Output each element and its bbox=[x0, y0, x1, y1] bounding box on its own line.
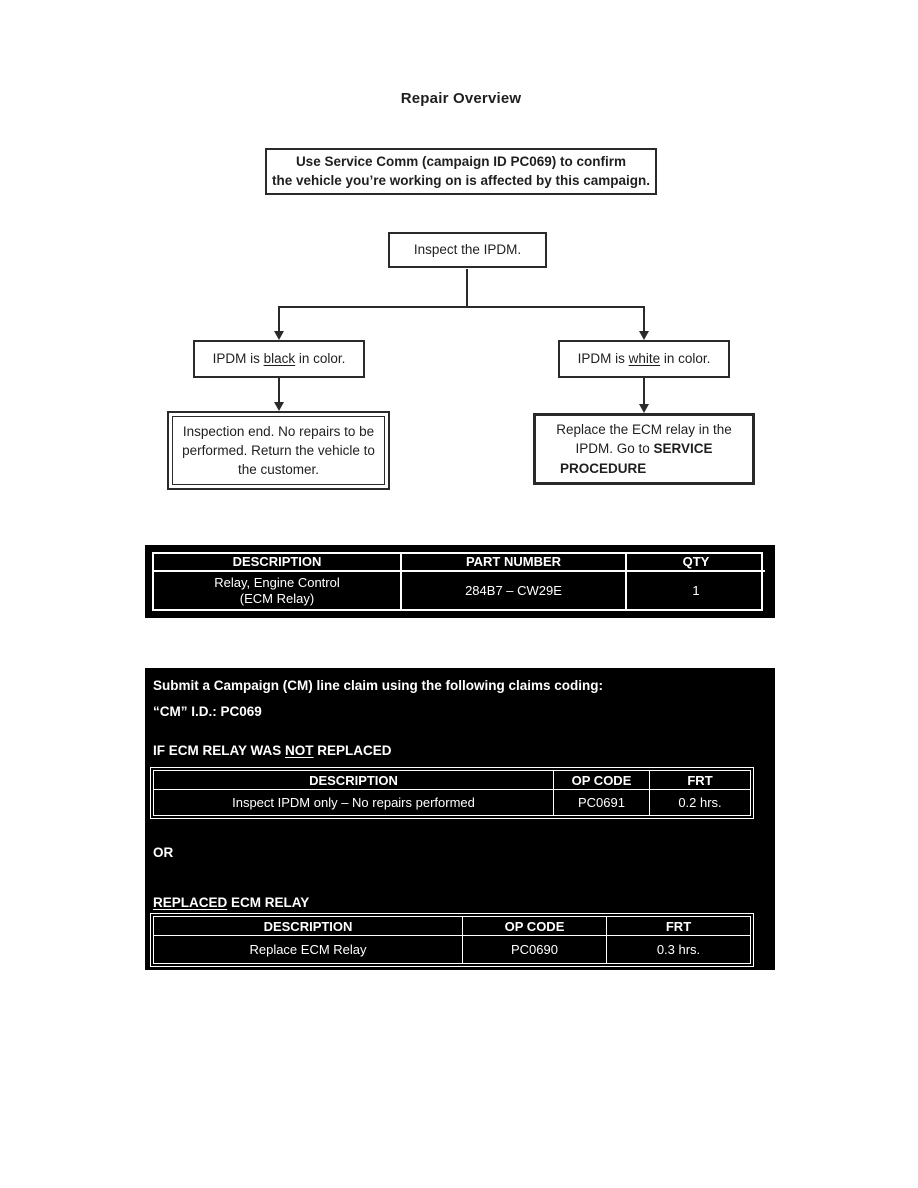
inspection-end-line-3: the customer. bbox=[237, 462, 320, 478]
col-header-frt: FRT bbox=[607, 917, 750, 936]
cell-qty: 1 bbox=[692, 582, 700, 598]
flow-arrow-left-icon bbox=[274, 331, 284, 340]
col-header-op-code: OP CODE bbox=[554, 771, 650, 790]
claims-or-label: OR bbox=[153, 845, 174, 860]
cell-op-code: PC0691 bbox=[554, 790, 650, 815]
flow-arrow-left-2-icon bbox=[274, 402, 284, 411]
claims-table-replaced: DESCRIPTION OP CODE FRT Replace ECM Rela… bbox=[150, 913, 754, 967]
branch-black-label: IPDM is black in color. bbox=[212, 350, 346, 366]
cell-part-number: 284B7 – CW29E bbox=[402, 572, 627, 609]
claims-cm-id: “CM” I.D.: PC069 bbox=[153, 704, 262, 719]
inspection-end-line-1: Inspection end. No repairs to be bbox=[182, 423, 375, 439]
flow-connector-right-drop-2 bbox=[643, 378, 645, 405]
cell-frt: 0.3 hrs. bbox=[656, 942, 701, 957]
flow-arrow-right-icon bbox=[639, 331, 649, 340]
cell-op-code: PC0690 bbox=[463, 936, 607, 963]
replace-line-3: PROCEDURE bbox=[560, 460, 647, 476]
claims-intro: Submit a Campaign (CM) line claim using … bbox=[153, 678, 604, 693]
inspect-label: Inspect the IPDM. bbox=[413, 241, 522, 257]
col-header-description: DESCRIPTION bbox=[154, 771, 554, 790]
flow-connector-left-drop bbox=[278, 306, 280, 333]
col-header-part-number: PART NUMBER bbox=[402, 554, 627, 572]
confirm-line-2: the vehicle you’re working on is affecte… bbox=[271, 172, 651, 188]
parts-table: DESCRIPTION PART NUMBER QTY Relay, Engin… bbox=[152, 552, 765, 611]
col-header-description: DESCRIPTION bbox=[154, 554, 402, 572]
claims-section: Submit a Campaign (CM) line claim using … bbox=[145, 668, 775, 970]
claims-replaced-heading: REPLACED ECM RELAY bbox=[153, 895, 310, 910]
flow-connector-horizontal bbox=[278, 306, 645, 308]
cell-frt: 0.2 hrs. bbox=[678, 795, 722, 810]
col-header-qty: QTY bbox=[627, 554, 765, 572]
inspection-end-line-2: performed. Return the vehicle to bbox=[182, 442, 375, 458]
cell-description: Inspect IPDM only – No repairs performed bbox=[154, 790, 554, 815]
cell-description: Relay, Engine Control (ECM Relay) bbox=[154, 572, 402, 609]
claims-not-replaced-heading: IF ECM RELAY WAS NOT REPLACED bbox=[153, 743, 392, 758]
replace-line-2: IPDM. Go to SERVICE bbox=[575, 441, 713, 457]
flow-connector-vertical bbox=[466, 269, 468, 307]
flow-connector-left-drop-2 bbox=[278, 378, 280, 403]
flow-box-replace-relay: Replace the ECM relay in the IPDM. Go to… bbox=[533, 413, 755, 485]
col-header-frt: FRT bbox=[650, 771, 750, 790]
col-header-description: DESCRIPTION bbox=[154, 917, 463, 936]
branch-white-label: IPDM is white in color. bbox=[577, 350, 711, 366]
flow-box-ipdm-black: IPDM is black in color. bbox=[193, 340, 365, 378]
claims-table-not-replaced: DESCRIPTION OP CODE FRT Inspect IPDM onl… bbox=[150, 767, 754, 819]
flow-box-confirm: Use Service Comm (campaign ID PC069) to … bbox=[265, 148, 657, 195]
flow-box-ipdm-white: IPDM is white in color. bbox=[558, 340, 730, 378]
replace-line-1: Replace the ECM relay in the bbox=[556, 422, 732, 438]
flow-box-inspect: Inspect the IPDM. bbox=[388, 232, 547, 268]
cell-description: Replace ECM Relay bbox=[154, 936, 463, 963]
flow-arrow-right-2-icon bbox=[639, 404, 649, 413]
col-header-op-code: OP CODE bbox=[463, 917, 607, 936]
flow-box-inspection-end: Inspection end. No repairs to be perform… bbox=[167, 411, 390, 490]
page-title: Repair Overview bbox=[400, 90, 522, 107]
confirm-line-1: Use Service Comm (campaign ID PC069) to … bbox=[295, 153, 627, 169]
flow-connector-right-drop bbox=[643, 306, 645, 333]
